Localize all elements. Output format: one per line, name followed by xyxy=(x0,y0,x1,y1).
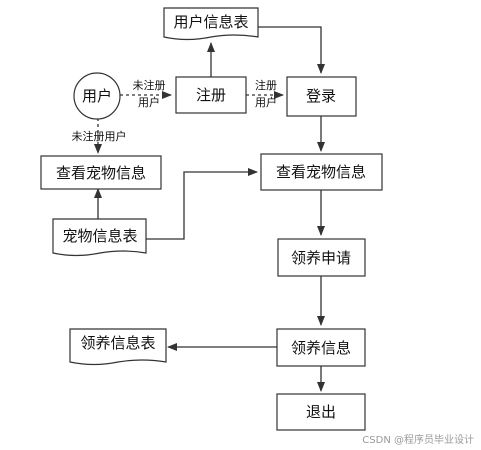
pet-table-label: 宠物信息表 xyxy=(62,227,137,245)
edge-label-unregistered-top: 未注册 xyxy=(133,78,166,92)
view-pet-right-node xyxy=(260,153,383,191)
user-table-node xyxy=(163,7,259,41)
adopt-info-label: 领养信息 xyxy=(291,339,351,357)
adopt-apply-node xyxy=(277,238,366,277)
edge-pet-table-to-view-pet-right xyxy=(146,168,258,240)
view-pet-left-node xyxy=(40,155,162,190)
register-node xyxy=(175,76,247,114)
watermark: CSDN @程序员毕业设计 xyxy=(362,433,474,446)
adopt-table-node xyxy=(69,328,167,366)
adopt-apply-label: 领养申请 xyxy=(291,249,351,267)
edge-user-table-to-login xyxy=(258,26,325,74)
login-node xyxy=(286,76,357,117)
user-table-label: 用户信息表 xyxy=(173,13,248,31)
edge-label-unregistered-bottom: 用户 xyxy=(138,95,160,109)
edge-label-unregistered-down: 未注册用户 xyxy=(72,129,127,143)
exit-label: 退出 xyxy=(306,403,336,421)
user-label: 用户 xyxy=(82,87,112,105)
exit-node xyxy=(276,393,366,431)
view-pet-right-label: 查看宠物信息 xyxy=(276,163,366,181)
pet-table-node xyxy=(52,218,147,257)
edge-label-registered-bottom: 用户 xyxy=(255,95,277,109)
adopt-table-label: 领养信息表 xyxy=(80,334,155,352)
user-node xyxy=(73,72,121,120)
register-label: 注册 xyxy=(196,86,226,104)
edge-label-registered-top: 注册 xyxy=(255,78,277,92)
login-label: 登录 xyxy=(306,87,336,105)
view-pet-left-label: 查看宠物信息 xyxy=(56,164,146,182)
adopt-info-node xyxy=(276,328,366,367)
